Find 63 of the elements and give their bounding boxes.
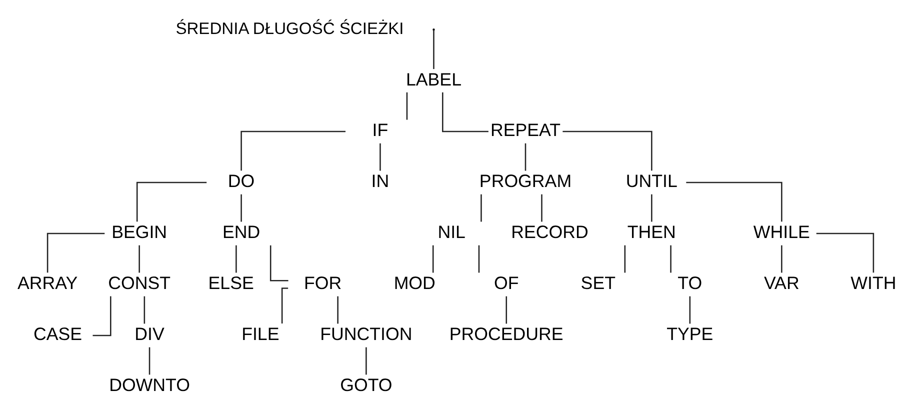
connector [478, 245, 480, 273]
node-text: IF [372, 120, 388, 140]
connector [236, 245, 237, 273]
connector [270, 245, 288, 282]
node-text: IN [371, 171, 390, 192]
node-text: PROGRAM [479, 171, 572, 192]
connector [562, 130, 652, 171]
node-text: FILE [242, 324, 280, 344]
connector [144, 296, 146, 324]
label: ŚREDNIA DŁUGOŚĆ ŚCIEŻKI [176, 18, 404, 38]
connector [686, 182, 782, 222]
connector [380, 143, 381, 171]
connector [480, 194, 482, 222]
node-text: WHILE [753, 222, 810, 242]
connector [651, 194, 652, 222]
node-text: THEN [627, 222, 676, 242]
node-text: SET [580, 273, 616, 294]
connector [442, 92, 488, 132]
connector [46, 232, 105, 273]
connector [406, 92, 408, 120]
connector [524, 143, 526, 171]
node-text: END [222, 222, 260, 242]
node-text: TYPE [666, 324, 714, 344]
connector [506, 296, 508, 324]
connector [432, 245, 434, 273]
connector [138, 245, 140, 273]
node-text: CONST [108, 273, 171, 294]
connector [337, 296, 338, 324]
connector [281, 288, 288, 324]
connector [148, 347, 150, 375]
connector [816, 232, 874, 273]
connector [366, 347, 367, 375]
node-text: OF [494, 273, 519, 294]
connector [240, 130, 346, 171]
node-text: NIL [438, 222, 466, 242]
node-text: VAR [764, 273, 800, 294]
node-text: GOTO [340, 375, 392, 396]
node-text: ELSE [208, 273, 254, 294]
node-text: WITH [850, 273, 896, 294]
node-text: MOD [394, 273, 436, 294]
connector [92, 296, 112, 336]
node-text: RECORD [511, 222, 588, 242]
connector [541, 194, 542, 222]
node-text: DO [228, 171, 255, 192]
connector [670, 245, 672, 273]
node-text: BEGIN [112, 222, 168, 242]
node-text: PROCEDURE [449, 324, 564, 344]
node-text: FUNCTION [320, 324, 412, 344]
node-text: DOWNTO [109, 375, 190, 396]
node-text: ARRAY [18, 273, 78, 294]
node-text: REPEAT [490, 120, 561, 140]
connector [136, 182, 207, 222]
connector [781, 245, 782, 273]
node-text: LABEL [406, 69, 462, 90]
connector [624, 245, 626, 273]
connector [240, 194, 242, 222]
node-text: TO [678, 273, 702, 294]
connector [689, 296, 691, 324]
node-text: DIV [134, 324, 164, 344]
connector [433, 30, 434, 70]
node-text: UNTIL [626, 171, 678, 192]
node-text: FOR [304, 273, 342, 294]
node-text: CASE [33, 324, 82, 344]
